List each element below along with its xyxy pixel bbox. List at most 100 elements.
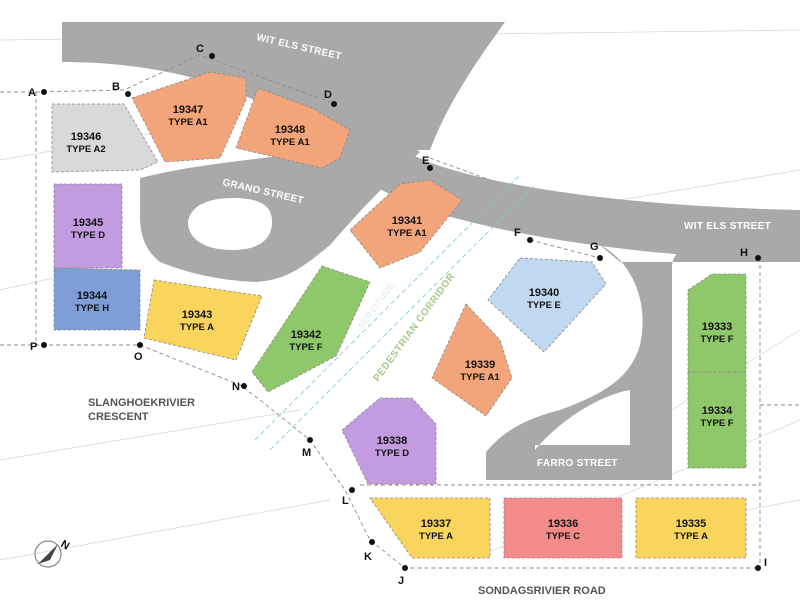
plot-19344[interactable]: [53, 267, 141, 331]
north-arrow-icon: [38, 544, 58, 564]
plot-number: 19336: [548, 518, 579, 530]
roads: [62, 22, 800, 480]
point-marker: [369, 539, 375, 545]
point-marker: [597, 255, 603, 261]
plot-type: TYPE A: [180, 322, 214, 333]
plot-19338[interactable]: [341, 397, 437, 485]
plot-type: TYPE A2: [66, 144, 105, 155]
plot-number: 19348: [275, 124, 306, 136]
plots: [51, 71, 747, 559]
point-marker: [349, 487, 355, 493]
plot-19347[interactable]: [131, 71, 247, 163]
pedestrian-corridor-lines: [254, 174, 536, 451]
plot-number: 19340: [529, 287, 560, 299]
plot-number: 19334: [702, 405, 733, 417]
point-label-p: P: [30, 341, 37, 353]
plot-number: 19335: [676, 518, 707, 530]
wit-els-street-road: [62, 22, 800, 262]
plot-type: TYPE D: [375, 448, 409, 459]
plot-number: 19341: [392, 215, 423, 227]
point-marker: [209, 53, 215, 59]
farro-island: [535, 390, 630, 450]
street-label-sondagsrivier: SONDAGSRIVIER ROAD: [478, 585, 606, 597]
plot-number: 19333: [702, 321, 733, 333]
plot-19337[interactable]: [369, 497, 491, 559]
point-marker: [41, 342, 47, 348]
plot-number: 19345: [73, 217, 104, 229]
point-label-m: M: [302, 447, 311, 459]
point-label-d: D: [324, 89, 332, 101]
point-label-i: I: [764, 557, 767, 569]
street-label-wit-els-right: WIT ELS STREET: [684, 221, 771, 232]
plot-19339[interactable]: [431, 303, 513, 417]
plot-type: TYPE F: [700, 418, 733, 429]
plot-19335[interactable]: [635, 497, 747, 559]
point-marker: [331, 101, 337, 107]
point-marker: [137, 342, 143, 348]
point-label-n: N: [232, 381, 240, 393]
plot-number: 19338: [377, 435, 408, 447]
plot-19348[interactable]: [235, 87, 351, 169]
point-label-j: J: [398, 575, 404, 587]
plot-number: 19337: [421, 518, 452, 530]
plot-number: 19344: [77, 290, 108, 302]
plot-19346[interactable]: [51, 103, 159, 173]
plot-19341[interactable]: [349, 179, 463, 269]
plot-19343[interactable]: [143, 279, 263, 361]
plot-type: TYPE A1: [460, 372, 500, 383]
plot-type: TYPE E: [527, 300, 561, 311]
plot-type: TYPE F: [700, 334, 733, 345]
plot-type: TYPE A1: [270, 137, 310, 148]
point-label-k: K: [364, 551, 372, 563]
point-label-o: O: [134, 351, 143, 363]
point-label-f: F: [514, 227, 521, 239]
grano-island: [188, 198, 272, 250]
plot-type: TYPE D: [71, 230, 105, 241]
point-marker: [402, 565, 408, 571]
point-marker: [307, 437, 313, 443]
survey-points: A B C D E F G H I J K L M N O P: [28, 43, 767, 587]
street-label-farro: FARRO STREET: [537, 458, 618, 469]
plot-number: 19346: [71, 131, 102, 143]
plot-number: 19343: [182, 309, 213, 321]
plot-number: 19347: [173, 104, 204, 116]
street-label-slanghoekrivier-1: SLANGHOEKRIVIER: [88, 397, 195, 409]
point-marker: [527, 237, 533, 243]
plot-number: 19342: [291, 329, 322, 341]
plot-type: TYPE A: [674, 531, 708, 542]
plot-type: TYPE A1: [387, 228, 427, 239]
site-boundaries: [0, 54, 800, 569]
plot-number: 19339: [465, 359, 496, 371]
street-label-slanghoekrivier-2: CRESCENT: [88, 411, 149, 423]
plot-19342[interactable]: [251, 265, 371, 393]
point-label-l: L: [342, 495, 349, 507]
point-marker: [427, 165, 433, 171]
plot-type: TYPE F: [289, 342, 322, 353]
point-marker: [755, 565, 761, 571]
point-marker: [125, 91, 131, 97]
point-label-a: A: [28, 87, 36, 99]
point-marker: [755, 255, 761, 261]
point-label-h: H: [740, 247, 748, 259]
plot-type: TYPE A1: [168, 117, 208, 128]
north-arrow-ring: [34, 540, 62, 568]
farro-street-road: [486, 245, 800, 480]
north-arrow: N: [34, 538, 71, 568]
point-label-e: E: [422, 155, 429, 167]
point-label-c: C: [196, 43, 204, 55]
plot-19340[interactable]: [487, 257, 607, 353]
plot-19345[interactable]: [53, 183, 123, 269]
plot-labels: 19346 TYPE A2 19347 TYPE A1 19348 TYPE A…: [66, 104, 733, 542]
plot-19333[interactable]: [687, 273, 747, 373]
plot-19336[interactable]: [503, 497, 623, 559]
point-label-g: G: [590, 241, 599, 253]
plot-19334[interactable]: [687, 371, 747, 469]
wit-els-fork: [395, 22, 505, 150]
plot-type: TYPE A: [419, 531, 453, 542]
point-marker: [241, 383, 247, 389]
point-label-b: B: [112, 81, 120, 93]
plot-type: TYPE H: [75, 303, 109, 314]
point-marker: [41, 89, 47, 95]
plot-type: TYPE C: [546, 531, 580, 542]
